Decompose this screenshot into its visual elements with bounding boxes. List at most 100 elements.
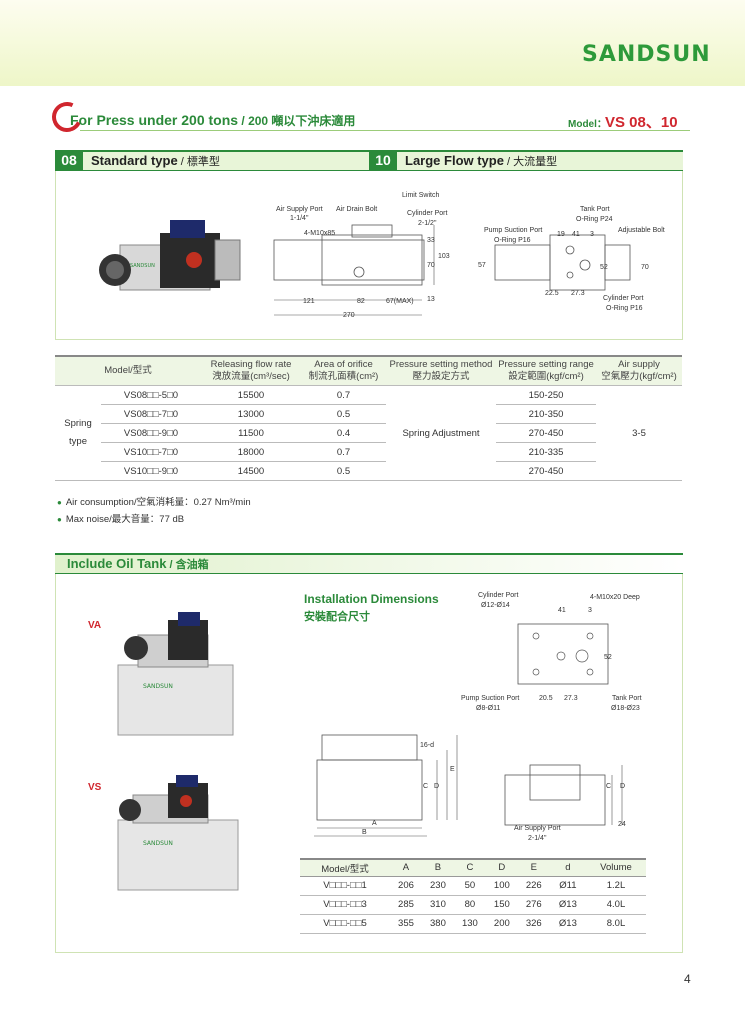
d08-d70: 70 — [427, 262, 435, 269]
table-row: VS10□□-7□0 18000 0.7 210-335 — [55, 442, 682, 462]
d08-d67: 67(MAX) — [386, 298, 414, 305]
d08-air-size: 1-1/4" — [290, 215, 309, 222]
diagram-10 — [494, 234, 631, 291]
vcell: 1.2L — [586, 876, 646, 896]
d10-tank-port: Tank Port — [580, 206, 610, 213]
vcell: Ø13 — [549, 895, 586, 915]
cell-model: VS10□□-7□0 — [101, 442, 201, 462]
d08-d121: 121 — [303, 298, 315, 305]
model-label: Model： — [568, 119, 607, 130]
td-b: B — [362, 829, 367, 836]
ip-d41: 41 — [558, 607, 566, 614]
cell-area: 0.5 — [301, 404, 386, 424]
d10-d19: 19 — [557, 231, 565, 238]
tank-diagram — [314, 734, 458, 837]
vcell: 326 — [517, 914, 550, 934]
top-band — [0, 0, 745, 86]
cell-area: 0.7 — [301, 385, 386, 405]
vth-b: B — [421, 858, 454, 877]
install-title-cn: 安裝配合尺寸 — [304, 611, 370, 623]
d10-cyl-port: Cylinder Port — [603, 295, 644, 302]
vth-model: Model/型式 — [300, 858, 390, 877]
oil-title: Include Oil Tank — [67, 556, 167, 571]
d08-d103: 103 — [438, 253, 450, 260]
brand-logo: SANDSUN — [582, 42, 711, 67]
vcell: 130 — [453, 914, 486, 934]
sec08-title: Standard type — [91, 153, 178, 168]
vcell: 206 — [390, 876, 422, 896]
vcell: V□□□-□□5 — [300, 914, 390, 934]
d10-d225: 22.5 — [545, 290, 559, 297]
d10-tank-oring: O-Ring P24 — [576, 216, 613, 223]
d08-d33: 33 — [427, 237, 435, 244]
d10-pump-suction: Pump Suction Port — [484, 227, 543, 234]
vcell: 200 — [485, 914, 518, 934]
note-noise: Max noise/最大音量：77 dB — [57, 511, 184, 525]
vcell: V□□□-□□3 — [300, 895, 390, 915]
cell-range: 210-335 — [496, 442, 596, 462]
vcell: 226 — [517, 876, 550, 896]
d10-d3: 3 — [590, 231, 594, 238]
tf-c: C — [606, 783, 612, 790]
install-title-en: Installation Dimensions — [304, 592, 439, 606]
d08-bolt: 4-M10x85 — [304, 230, 336, 237]
d08-limit-switch: Limit Switch — [402, 192, 440, 199]
d10-d52: 52 — [600, 264, 608, 271]
vcell: 150 — [485, 895, 518, 915]
cell-flow: 15500 — [201, 385, 301, 405]
td-a: A — [372, 820, 377, 827]
table-row: VS08□□-9□0 11500 0.4 270-450 — [55, 423, 682, 443]
th-model: Model/型式 — [55, 355, 201, 386]
svg-text:SANDSUN: SANDSUN — [143, 840, 173, 847]
vcell: 380 — [421, 914, 454, 934]
td-16d: 16-d — [420, 742, 435, 749]
vth-d: D — [485, 858, 518, 877]
vcell: Ø13 — [549, 914, 586, 934]
cell-range: 210-350 — [496, 404, 596, 424]
ip-d273: 27.3 — [564, 695, 578, 702]
vcell: 355 — [390, 914, 422, 934]
cell-air: 3-5 — [596, 385, 682, 481]
label-va: VA — [88, 620, 102, 631]
va-photo: SANDSUN — [117, 612, 234, 736]
d08-d13: 13 — [427, 296, 435, 303]
cell-model: VS10□□-9□0 — [101, 461, 201, 481]
cell-flow: 18000 — [201, 442, 301, 462]
sec10-title: Large Flow type — [405, 153, 504, 168]
oil-head: Include Oil Tank / 含油箱 — [55, 553, 683, 574]
d10-adj-bolt: Adjustable Bolt — [618, 227, 665, 234]
page-title: For Press under 200 tons / 200 噸以下沖床適用 — [70, 112, 356, 128]
ip-bolts: 4-M10x20 Deep — [590, 594, 640, 601]
td-c: C — [423, 783, 429, 790]
tank-front-diagram — [504, 764, 623, 826]
tf-air-port: Air Supply Port — [514, 825, 561, 832]
ip-pump-dia: Ø8-Ø11 — [476, 705, 501, 712]
ip-d52: 52 — [604, 654, 612, 661]
sec10-head: 10 Large Flow type / 大流量型 — [369, 150, 683, 171]
ip-tank: Tank Port — [612, 695, 642, 702]
svg-text:SANDSUN: SANDSUN — [130, 263, 155, 269]
d10-d57: 57 — [478, 262, 486, 269]
table-row: VS08□□-7□0 13000 0.5 210-350 — [55, 404, 682, 424]
vcell: 50 — [453, 876, 486, 896]
cell-method: Spring Adjustment — [386, 385, 496, 481]
vcell: 230 — [421, 876, 454, 896]
valve-photo: SANDSUN — [99, 220, 241, 291]
table-row: VS10□□-9□0 14500 0.5 270-450 — [55, 461, 682, 481]
cell-range: 270-450 — [496, 461, 596, 481]
d08-air-drain: Air Drain Bolt — [336, 206, 378, 213]
vcell: 310 — [421, 895, 454, 915]
svg-text:SANDSUN: SANDSUN — [143, 683, 173, 690]
vth-c: C — [453, 858, 486, 877]
ip-cyl-dia: Ø12-Ø14 — [481, 602, 510, 609]
sec10-number: 10 — [369, 150, 397, 171]
vth-volume: Volume — [586, 858, 646, 877]
cell-flow: 11500 — [201, 423, 301, 443]
vcell: Ø11 — [549, 876, 586, 896]
